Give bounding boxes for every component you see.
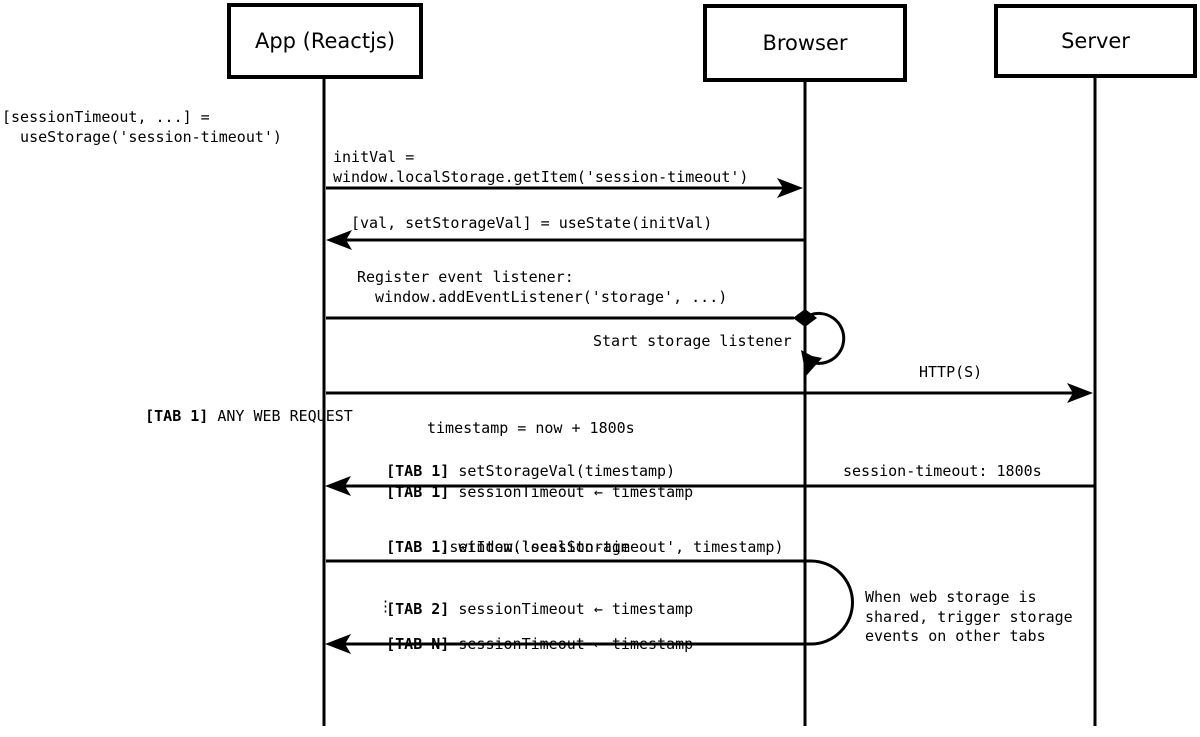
annotation-use-storage: [sessionTimeout, ...] = useStorage('sess… [2, 108, 282, 146]
actor-label-browser: Browser [762, 31, 848, 55]
actor-label-app: App (Reactjs) [254, 29, 396, 53]
vertical-ellipsis-icon: ⋮ [378, 597, 393, 615]
annotation-storage-events-note: When web storage is shared, trigger stor… [865, 588, 1073, 645]
message-label-session-timeout-header: session-timeout: 1800s [843, 462, 1042, 480]
message-label-localstorage-setitem-line2: .setItem('session-timeout', timestamp) [350, 538, 784, 556]
arrowhead-left-icon [325, 634, 351, 654]
message-label-localstorage-setitem-line1: [TAB 1] window.localStorage [386, 538, 630, 556]
message-label-session-timeout-tabn: [TAB N] sessionTimeout ← timestamp [386, 635, 694, 653]
tab-badge: [TAB 1] [386, 483, 450, 501]
tab-badge: [TAB 1] [386, 462, 450, 480]
message-label-session-timeout-tab1: [TAB 1] sessionTimeout ← timestamp [386, 483, 694, 501]
message-label-usestate: [val, setStorageVal] = useState(initVal) [351, 214, 713, 232]
arrowhead-right-icon [1067, 383, 1093, 403]
self-loop-circle [807, 311, 846, 365]
diamond-endpoint-icon [793, 309, 817, 327]
message-loop-setitem [326, 559, 854, 646]
loop-arrowhead-icon [801, 350, 822, 376]
message-label-session-timeout-tab2: [TAB 2] sessionTimeout ← timestamp [386, 600, 694, 618]
message-label-set-storage-val: [TAB 1] setStorageVal(timestamp) [386, 462, 676, 480]
message-label-timestamp-calc: timestamp = now + 1800s [427, 419, 635, 437]
message-label-any-web-request: [TAB 1] ANY WEB REQUEST [145, 407, 353, 425]
arrowhead-right-icon [777, 178, 803, 198]
message-label-http: HTTP(S) [919, 363, 983, 381]
actor-label-server: Server [1061, 29, 1130, 53]
message-label-initval: initVal = window.localStorage.getItem('s… [333, 148, 749, 186]
message-label-register-listener: Register event listener: window.addEvent… [357, 268, 728, 306]
arrowhead-left-icon [326, 230, 352, 250]
tab-badge: [TAB 2] [386, 600, 450, 618]
tab-badge: [TAB N] [386, 635, 450, 653]
actor-box-app: App (Reactjs) [227, 3, 423, 79]
tab-badge: [TAB 1] [145, 407, 209, 425]
actor-box-browser: Browser [703, 4, 907, 82]
actor-box-server: Server [994, 4, 1197, 78]
message-label-start-listener: Start storage listener [593, 332, 792, 350]
arrowhead-left-icon [325, 476, 351, 496]
tab-badge: [TAB 1] [386, 538, 450, 556]
